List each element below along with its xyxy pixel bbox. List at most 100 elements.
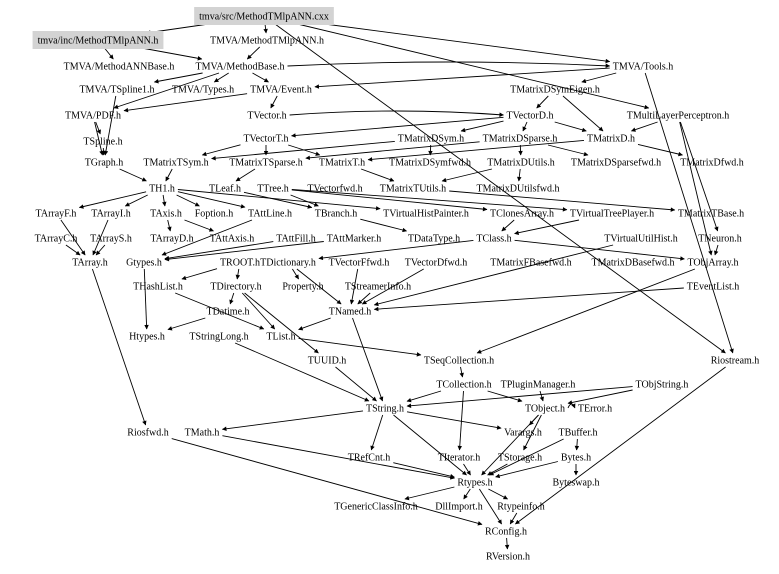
graph-node[interactable]: TBranch.h (315, 209, 358, 220)
graph-node[interactable]: TVirtualHistPainter.h (383, 209, 469, 220)
graph-node[interactable]: TMatrixTSym.h (143, 158, 208, 169)
graph-node[interactable]: TObjString.h (636, 380, 689, 391)
graph-node[interactable]: TClass.h (476, 234, 511, 245)
graph-node[interactable]: TVectorfwd.h (307, 184, 362, 195)
graph-node[interactable]: TLeaf.h (209, 184, 241, 195)
graph-node[interactable]: TMatrixDSparse.h (483, 134, 558, 145)
graph-node[interactable]: TSpline.h (83, 137, 122, 148)
graph-node[interactable]: TObjArray.h (687, 258, 738, 269)
graph-node[interactable]: Foption.h (195, 209, 234, 220)
graph-node[interactable]: TMultiLayerPerceptron.h (627, 111, 729, 122)
graph-node[interactable]: TTree.h (257, 184, 289, 195)
graph-node[interactable]: TMVA/Tools.h (613, 62, 674, 73)
graph-node[interactable]: TDirectory.h (210, 282, 261, 293)
graph-node[interactable]: DllImport.h (435, 502, 483, 513)
graph-node[interactable]: TArrayS.h (90, 234, 132, 245)
graph-node[interactable]: TMVA/TSpline1.h (79, 85, 154, 96)
node-label: TAttLine.h (248, 209, 292, 220)
graph-node[interactable]: Htypes.h (129, 332, 165, 343)
graph-node[interactable]: TMVA/Event.h (250, 85, 312, 96)
graph-node[interactable]: TArray.h (72, 258, 107, 269)
graph-node[interactable]: TVectorT.h (243, 134, 288, 145)
graph-node[interactable]: TStorage.h (498, 453, 542, 464)
graph-node[interactable]: TMatrixDUtilsfwd.h (476, 184, 559, 195)
graph-node[interactable]: TMVA/Types.h (172, 85, 234, 96)
graph-node[interactable]: RVersion.h (486, 552, 530, 563)
graph-node[interactable]: TCollection.h (436, 380, 491, 391)
graph-node[interactable]: TAttFill.h (276, 234, 315, 245)
graph-node[interactable]: TH1.h (149, 184, 175, 195)
graph-node[interactable]: TError.h (578, 404, 612, 415)
graph-node[interactable]: TNeuron.h (698, 234, 742, 245)
graph-node[interactable]: TArrayD.h (150, 234, 193, 245)
graph-node[interactable]: TString.h (366, 404, 404, 415)
graph-node[interactable]: Rtypes.h (457, 478, 492, 489)
graph-node[interactable]: TMatrixDSym.h (398, 134, 464, 145)
graph-node[interactable]: TVector.h (247, 111, 286, 122)
graph-node[interactable]: TMatrixD.h (587, 134, 635, 145)
graph-node[interactable]: TVirtualUtilHist.h (604, 234, 678, 245)
graph-node[interactable]: RConfig.h (485, 527, 527, 538)
graph-node[interactable]: Rtypeinfo.h (497, 502, 545, 513)
graph-node[interactable]: TMatrixT.h (319, 158, 365, 169)
graph-node[interactable]: TMatrixDBasefwd.h (591, 258, 674, 269)
graph-node[interactable]: TStringLong.h (189, 332, 248, 343)
graph-node[interactable]: Riosfwd.h (127, 428, 168, 439)
graph-node[interactable]: TEventList.h (687, 282, 740, 293)
graph-node[interactable]: TMVA/PDF.h (65, 111, 121, 122)
graph-node[interactable]: TRefCnt.h (348, 453, 391, 464)
dependency-edge (252, 72, 269, 83)
graph-node[interactable]: tmva/src/MethodTMlpANN.cxx (194, 7, 334, 25)
graph-node[interactable]: TMVA/MethodANNBase.h (64, 62, 175, 73)
graph-node[interactable]: TROOT.h (220, 258, 260, 269)
graph-node[interactable]: TBuffer.h (559, 428, 598, 439)
graph-node[interactable]: TSeqCollection.h (424, 356, 494, 367)
graph-node[interactable]: TDatime.h (206, 307, 249, 318)
graph-node[interactable]: TMVA/MethodTMlpANN.h (210, 36, 324, 47)
graph-node[interactable]: TArrayI.h (91, 209, 130, 220)
graph-node[interactable]: tmva/inc/MethodTMlpANN.h (32, 31, 164, 49)
graph-node[interactable]: TMVA/MethodBase.h (196, 62, 285, 73)
graph-node[interactable]: Byteswap.h (553, 478, 600, 489)
graph-node[interactable]: TGraph.h (85, 158, 124, 169)
graph-node[interactable]: TMatrixFBasefwd.h (490, 258, 571, 269)
graph-node[interactable]: Property.h (282, 282, 323, 293)
graph-node[interactable]: TAttMarker.h (327, 234, 381, 245)
graph-node[interactable]: TStreamerInfo.h (345, 282, 411, 293)
graph-node[interactable]: TGenericClassInfo.h (334, 502, 418, 513)
graph-node[interactable]: TMatrixDSymEigen.h (510, 85, 600, 96)
graph-node[interactable]: TArrayF.h (36, 209, 77, 220)
graph-node[interactable]: Varargs.h (504, 428, 542, 439)
graph-node[interactable]: TDataType.h (408, 234, 460, 245)
graph-node[interactable]: TArrayC.h (35, 234, 78, 245)
graph-node[interactable]: TMatrixDSymfwd.h (389, 158, 471, 169)
graph-node[interactable]: TMatrixDSparsefwd.h (571, 158, 661, 169)
graph-node[interactable]: Riostream.h (711, 356, 760, 367)
graph-node[interactable]: TAttAxis.h (210, 234, 254, 245)
graph-node[interactable]: TVirtualTreePlayer.h (570, 209, 654, 220)
graph-node[interactable]: TMatrixTUtils.h (380, 184, 446, 195)
graph-node[interactable]: TDictionary.h (260, 258, 316, 269)
graph-node[interactable]: TMatrixDUtils.h (487, 158, 555, 169)
graph-node[interactable]: Gtypes.h (126, 258, 162, 269)
graph-node[interactable]: THashList.h (133, 282, 183, 293)
dependency-edge (65, 244, 81, 256)
graph-node[interactable]: TPluginManager.h (501, 380, 576, 391)
graph-node[interactable]: TVectorFfwd.h (329, 258, 390, 269)
graph-node[interactable]: TClonesArray.h (490, 209, 554, 220)
graph-node[interactable]: TList.h (266, 332, 295, 343)
graph-node[interactable]: TIterator.h (438, 453, 480, 464)
graph-node[interactable]: TNamed.h (329, 307, 372, 318)
graph-node[interactable]: TMath.h (185, 428, 220, 439)
graph-node[interactable]: TAttLine.h (248, 209, 292, 220)
graph-node[interactable]: TMatrixTSparse.h (229, 158, 303, 169)
graph-node[interactable]: TAxis.h (150, 209, 182, 220)
graph-node[interactable]: TUUID.h (308, 356, 347, 367)
graph-node[interactable]: Bytes.h (561, 453, 591, 464)
graph-node[interactable]: TMatrixDfwd.h (680, 158, 744, 169)
graph-node[interactable]: TVectorD.h (507, 111, 554, 122)
node-label: TVectorfwd.h (307, 184, 362, 195)
graph-node[interactable]: TObject.h (525, 404, 565, 415)
graph-node[interactable]: TMatrixTBase.h (678, 209, 744, 220)
graph-node[interactable]: TVectorDfwd.h (405, 258, 467, 269)
